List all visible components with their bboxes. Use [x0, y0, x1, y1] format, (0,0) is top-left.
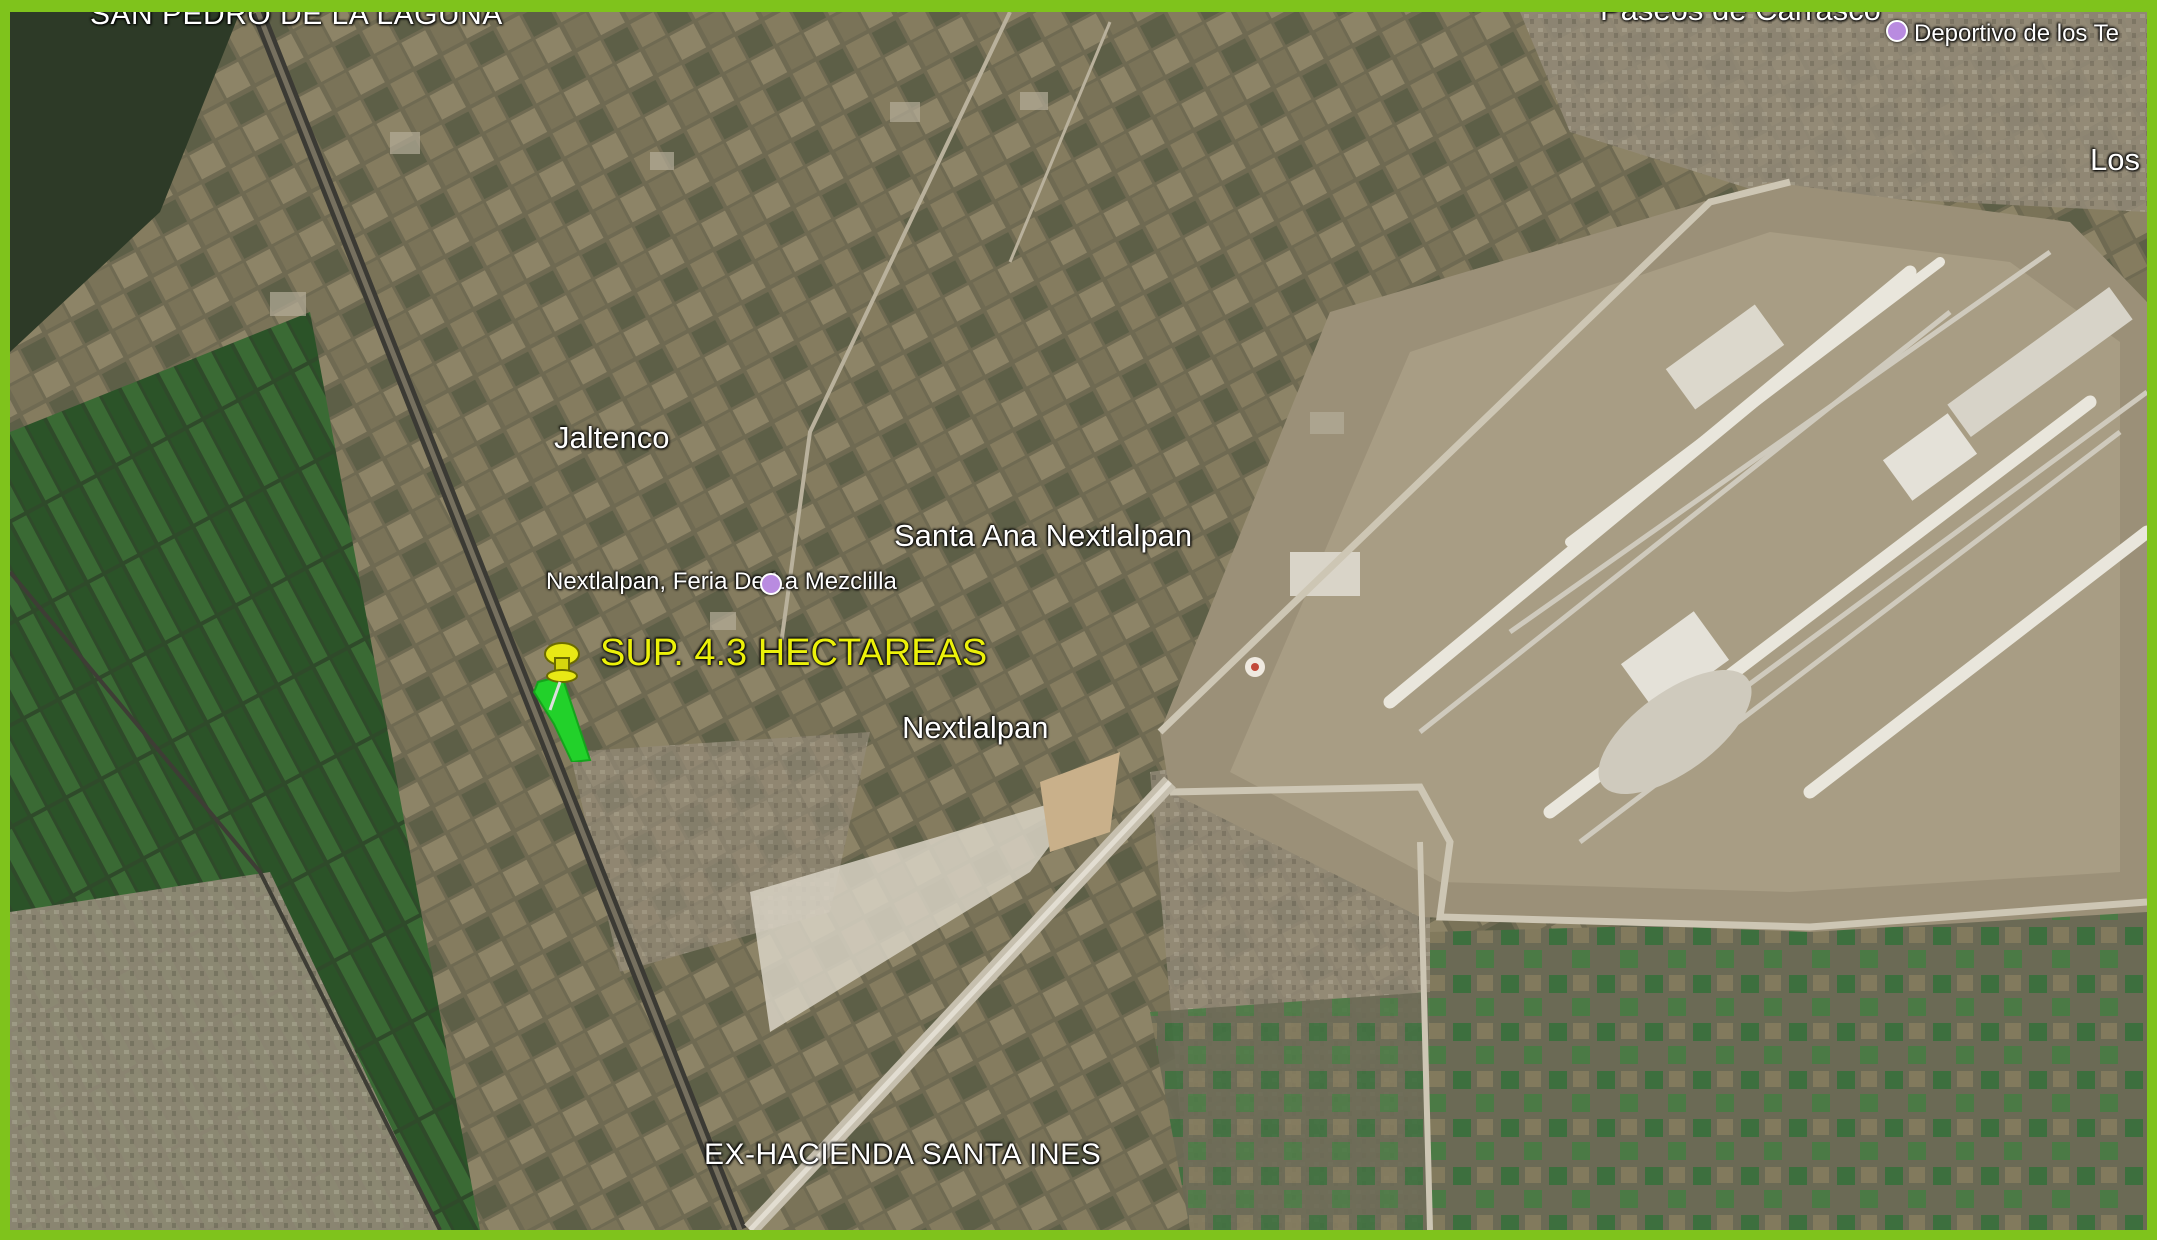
pushpin-icon[interactable] [536, 638, 582, 714]
label-feria-de-la-mezclilla: Nextlalpan, Feria De La Mezclilla [546, 568, 897, 595]
parcel-polygon[interactable] [532, 672, 592, 762]
label-deportivo: Deportivo de los Te [1914, 20, 2120, 47]
label-jaltenco: Jaltenco [554, 420, 670, 455]
label-san-pedro-de-la-laguna: SAN PEDRO DE LA LAGUNA [90, 0, 503, 31]
poi-dot-icon[interactable] [760, 573, 782, 595]
label-santa-ana-nextlalpan: Santa Ana Nextlalpan [894, 518, 1193, 553]
satellite-map[interactable] [10, 12, 2147, 1230]
parcel-area-label: SUP. 4.3 HECTAREAS [600, 632, 988, 674]
label-paseos-de-carrasco: Paseos de Carrasco [1600, 0, 1881, 27]
label-los-f: Los F [2090, 142, 2147, 177]
label-ex-hacienda-santa-ines: EX-HACIENDA SANTA INES [704, 1138, 1102, 1171]
poi-dot-icon[interactable] [1886, 20, 1908, 42]
label-nextlalpan: Nextlalpan [902, 710, 1049, 745]
